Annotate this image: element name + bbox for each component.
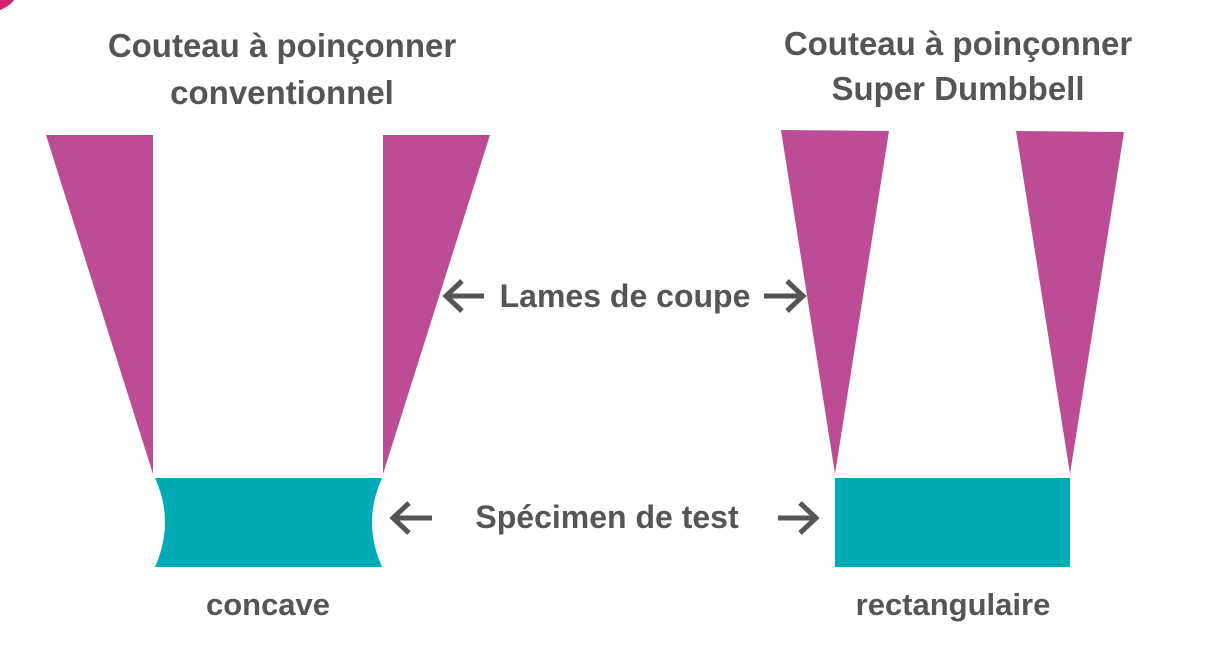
blades-label: Lames de coupe	[500, 278, 751, 314]
arrow-right-icon	[764, 279, 807, 313]
specimen-label: Spécimen de test	[475, 499, 739, 535]
corner-accent	[0, 0, 14, 10]
left-caption: concave	[206, 587, 330, 622]
right-title-line2: Super Dumbbell	[831, 70, 1084, 107]
left-blade-right	[383, 135, 490, 474]
right-blade-right	[1016, 131, 1124, 474]
left-title-line1: Couteau à poinçonner	[108, 27, 457, 64]
arrow-right-icon	[778, 501, 820, 535]
right-caption: rectangulaire	[856, 587, 1051, 622]
left-blade-left	[46, 135, 153, 474]
right-title-line1: Couteau à poinçonner	[784, 25, 1133, 62]
right-specimen-rectangle	[835, 478, 1070, 567]
left-title-line2: conventionnel	[170, 74, 394, 111]
arrow-left-icon	[442, 279, 484, 313]
arrow-left-icon	[389, 501, 432, 535]
left-specimen-concave	[155, 478, 382, 567]
right-blade-left	[781, 130, 889, 474]
